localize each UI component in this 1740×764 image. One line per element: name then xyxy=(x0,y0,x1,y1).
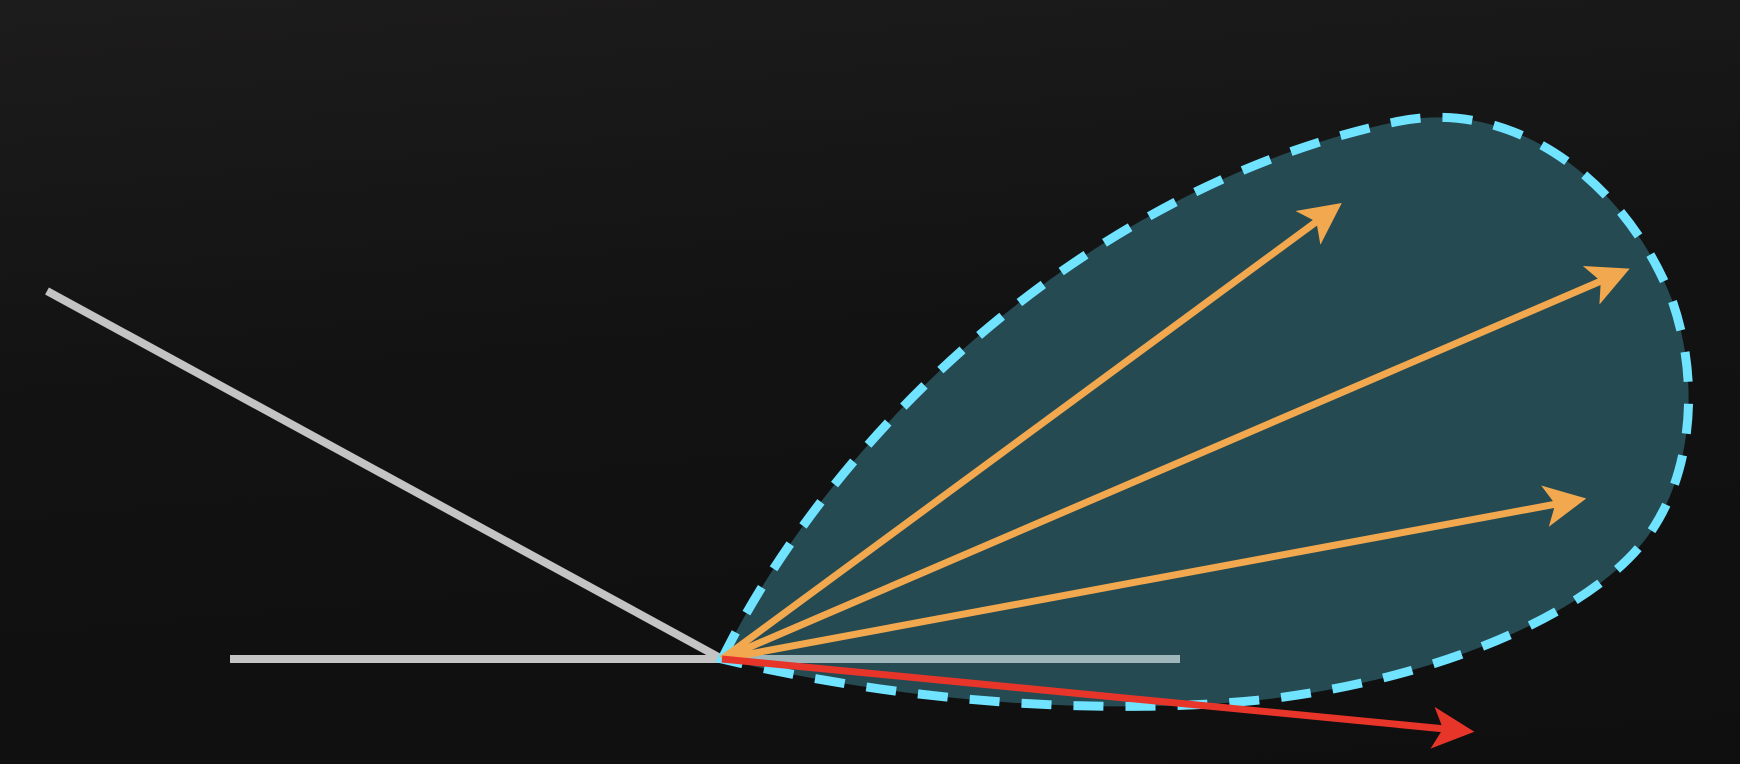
scattering-lobe xyxy=(715,112,1694,711)
grazing-ray xyxy=(721,655,1475,749)
reflected-ray-1 xyxy=(719,203,1342,662)
reflected-ray-2 xyxy=(720,265,1630,663)
incident-ray xyxy=(45,287,724,663)
reflected-ray-3 xyxy=(721,485,1587,663)
